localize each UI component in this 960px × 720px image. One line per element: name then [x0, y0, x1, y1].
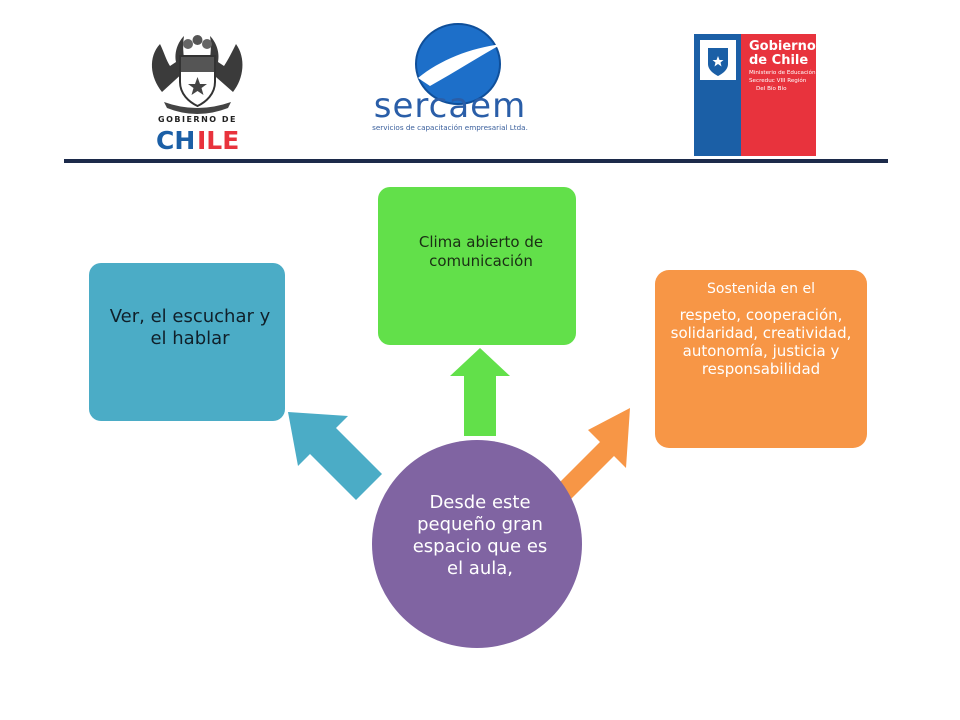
center-node-text: Desde este pequeño gran espacio que es e…	[412, 492, 548, 579]
header-divider	[64, 159, 888, 163]
svg-text:de Chile: de Chile	[749, 53, 808, 68]
sercaem-logo: sercaem servicios de capacitación empres…	[372, 23, 528, 132]
svg-text:ILE: ILE	[197, 126, 239, 152]
node-left-text: Ver, el escuchar y el hablar	[109, 306, 271, 349]
svg-text:GOBIERNO DE: GOBIERNO DE	[158, 115, 237, 124]
node-right-heading: Sostenida en el	[707, 281, 815, 297]
node-listening-speaking: Ver, el escuchar y el hablar	[89, 263, 285, 421]
svg-text:Gobierno: Gobierno	[749, 39, 816, 54]
svg-text:sercaem: sercaem	[374, 86, 526, 126]
svg-text:servicios de capacitación empr: servicios de capacitación empresarial Lt…	[372, 123, 528, 132]
node-values: Sostenida en el respeto, cooperación, so…	[655, 270, 867, 448]
node-top-text: Clima abierto de comunicación	[418, 233, 544, 270]
arrow-up-left-blue	[288, 412, 382, 500]
center-node-classroom: Desde este pequeño gran espacio que es e…	[372, 440, 582, 648]
svg-text:Ministerio de Educación: Ministerio de Educación	[749, 69, 816, 76]
ministerio-educacion-logo: Gobierno de Chile Ministerio de Educació…	[694, 34, 816, 156]
node-right-text: respeto, cooperación, solidaridad, creat…	[670, 306, 852, 378]
svg-text:Del Bío Bío: Del Bío Bío	[756, 85, 787, 92]
node-open-communication: Clima abierto de comunicación	[378, 187, 576, 345]
arrow-up-green	[450, 348, 510, 436]
gobierno-de-chile-logo: GOBIERNO DE CH ILE	[151, 35, 243, 152]
svg-text:Secreduc VIII Región: Secreduc VIII Región	[749, 77, 807, 84]
svg-text:CH: CH	[156, 126, 195, 152]
